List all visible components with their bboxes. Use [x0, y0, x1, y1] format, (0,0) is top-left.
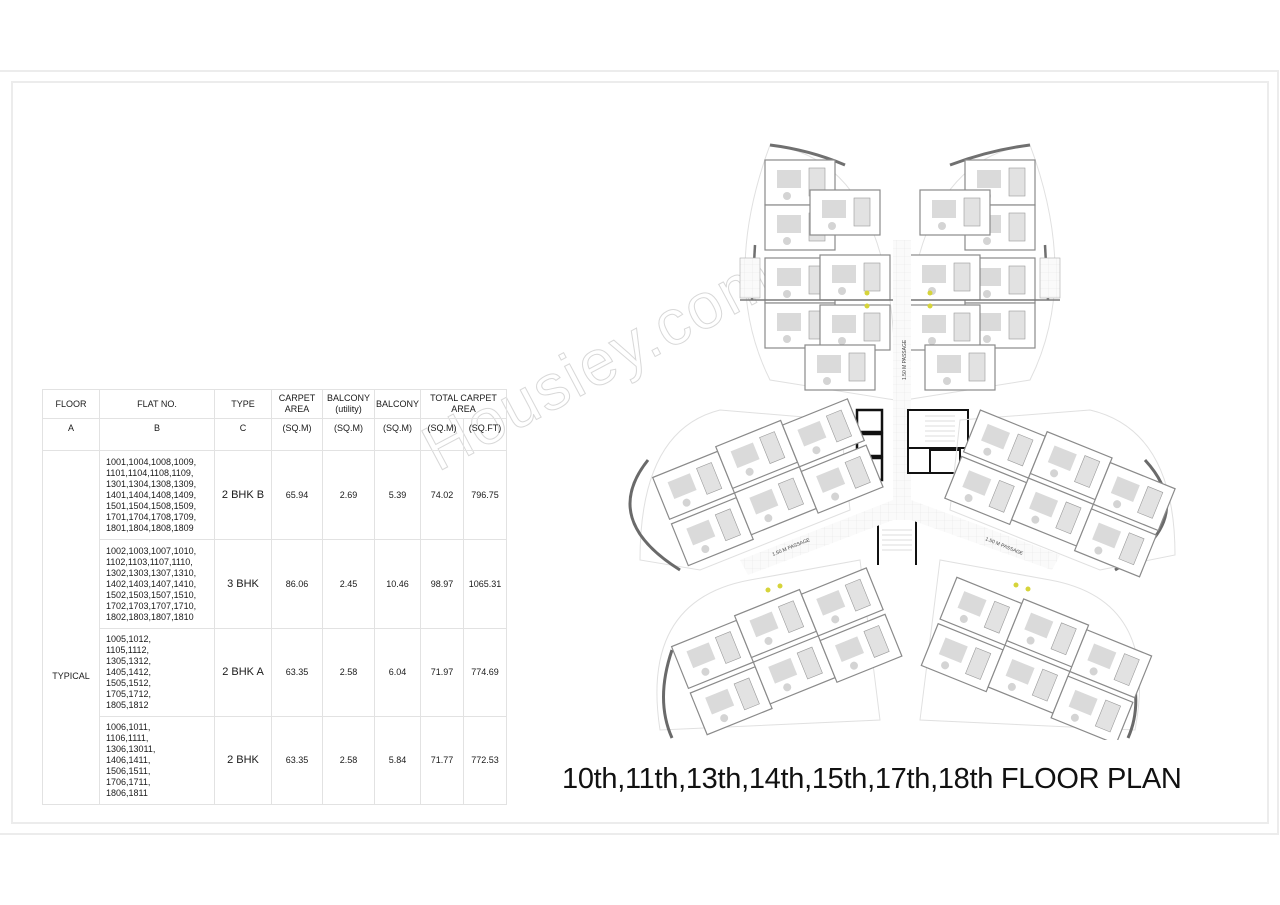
total-sqft: 772.53: [462, 716, 508, 805]
petal-middle-left: [628, 398, 884, 572]
total-sqm: 71.77: [420, 716, 464, 805]
table-row: TYPICAL 1001,1004,1008,1009, 1101,1104,1…: [42, 450, 508, 805]
outer-sheet-border: [0, 70, 1279, 835]
petal-top-left: [739, 143, 900, 401]
header-balcony: BALCONY: [374, 389, 421, 419]
passage-label-vertical: 1.50 M PASSAGE: [902, 339, 908, 380]
table-row: 1006,1011, 1106,1111, 1306,13011, 1406,1…: [43, 716, 508, 805]
total-sqft: 796.75: [462, 450, 508, 540]
carpet-area: 86.06: [271, 539, 323, 629]
floor-label: TYPICAL: [52, 671, 90, 681]
petal-bottom-right: [919, 559, 1153, 740]
subheader-total-sqft: (SQ.FT): [462, 418, 508, 451]
header-balcony-utility: BALCONY (utility): [322, 389, 375, 419]
floor-plan-title: 10th,11th,13th,14th,15th,17th,18th FLOOR…: [562, 763, 1182, 795]
unit-type: 3 BHK: [214, 539, 272, 629]
flat-numbers: 1002,1003,1007,1010, 1102,1103,1107,1110…: [99, 539, 215, 629]
carpet-area: 65.94: [271, 450, 323, 540]
header-type: TYPE: [214, 389, 272, 419]
balcony-utility: 2.58: [322, 716, 375, 805]
inner-sheet-border: [11, 81, 1269, 824]
passage-left: [740, 500, 893, 575]
total-sqft: 1065.31: [462, 539, 508, 629]
petal-middle-right: [944, 409, 1176, 578]
total-sqm: 74.02: [420, 450, 464, 540]
subheader-type: C: [214, 418, 272, 451]
flat-numbers: 1005,1012, 1105,1112, 1305,1312, 1405,14…: [99, 628, 215, 717]
balcony-utility: 2.45: [322, 539, 375, 629]
flat-numbers: 1006,1011, 1106,1111, 1306,13011, 1406,1…: [99, 716, 215, 805]
flat-numbers: 1001,1004,1008,1009, 1101,1104,1108,1109…: [99, 450, 215, 540]
balcony: 5.84: [374, 716, 421, 805]
petal-bottom-left: [656, 559, 903, 739]
carpet-area: 63.35: [271, 628, 323, 717]
subheader-floor: A: [42, 418, 100, 451]
subheader-balcony-utility-unit: (SQ.M): [322, 418, 375, 451]
subheader-row: A B C (SQ.M) (SQ.M) (SQ.M) (SQ.M) (SQ.FT…: [42, 418, 508, 451]
subheader-carpet-unit: (SQ.M): [271, 418, 323, 451]
header-flat-no: FLAT NO.: [99, 389, 215, 419]
unit-type: 2 BHK B: [214, 450, 272, 540]
carpet-area: 63.35: [271, 716, 323, 805]
table-row: 1005,1012, 1105,1112, 1305,1312, 1405,14…: [43, 628, 508, 717]
subheader-balcony-unit: (SQ.M): [374, 418, 421, 451]
table-row: 1002,1003,1007,1010, 1102,1103,1107,1110…: [43, 539, 508, 629]
area-statement-table: FLOOR FLAT NO. TYPE CARPET AREA BALCONY …: [42, 389, 508, 805]
balcony: 5.39: [374, 450, 421, 540]
floor-typical: TYPICAL: [42, 450, 100, 805]
vertical-passage: [893, 240, 911, 530]
header-carpet-area: CARPET AREA: [271, 389, 323, 419]
unit-type: 2 BHK A: [214, 628, 272, 717]
balcony-utility: 2.58: [322, 628, 375, 717]
header-floor: FLOOR: [42, 389, 100, 419]
balcony: 10.46: [374, 539, 421, 629]
petal-top-right: [904, 143, 1061, 401]
header-row: FLOOR FLAT NO. TYPE CARPET AREA BALCONY …: [42, 389, 508, 419]
total-sqm: 98.97: [420, 539, 464, 629]
unit-type: 2 BHK: [214, 716, 272, 805]
passage-right: [911, 500, 1060, 570]
subheader-flat-no: B: [99, 418, 215, 451]
floor-plan-drawing: 1.50 M PASSAGE: [628, 143, 1176, 740]
subheader-total-sqm: (SQ.M): [420, 418, 464, 451]
balcony-utility: 2.69: [322, 450, 375, 540]
balcony: 6.04: [374, 628, 421, 717]
total-sqm: 71.97: [420, 628, 464, 717]
header-total-carpet-area: TOTAL CARPET AREA: [419, 389, 508, 419]
total-sqft: 774.69: [462, 628, 508, 717]
